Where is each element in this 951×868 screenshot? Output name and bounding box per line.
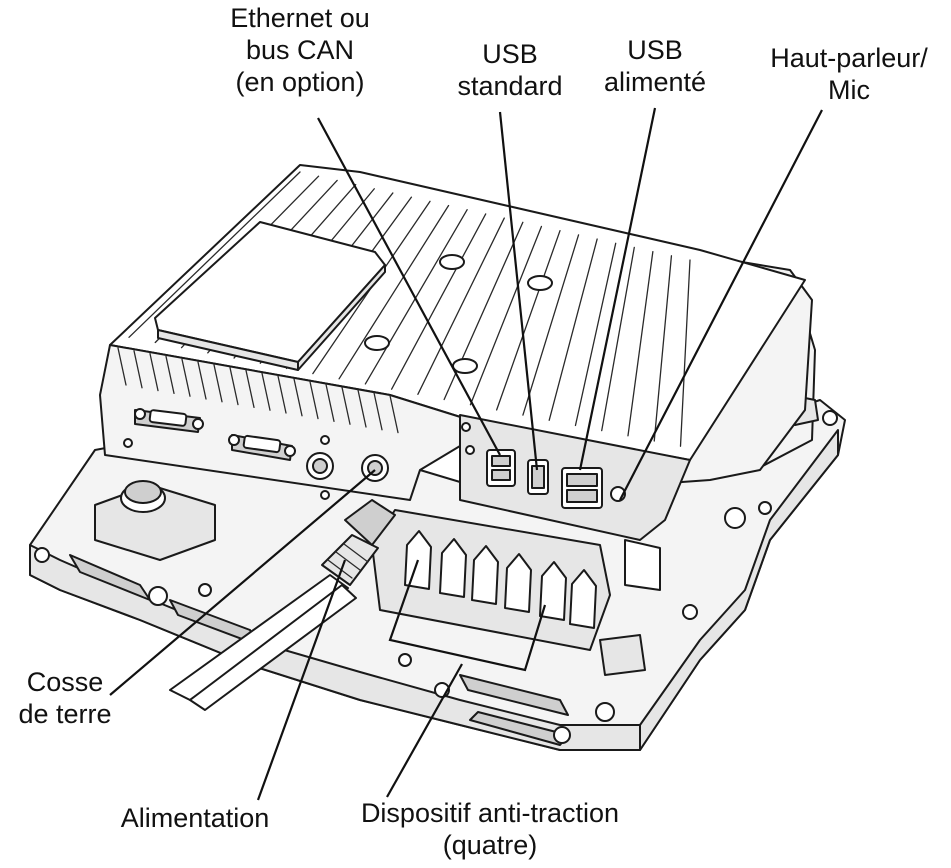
front-fin bbox=[149, 352, 159, 392]
heatsink-fin bbox=[390, 213, 487, 390]
front-fin bbox=[325, 383, 335, 423]
clamp-finger bbox=[471, 545, 499, 605]
label-speaker-mic-line-2: Mic bbox=[828, 75, 870, 105]
clamp-finger bbox=[569, 569, 597, 629]
label-usb-powered-line-1: USB bbox=[627, 35, 683, 65]
front-fin bbox=[213, 364, 223, 403]
label-power-line-1: Alimentation bbox=[120, 803, 270, 833]
label-power: Alimentation bbox=[95, 802, 295, 834]
leader-speaker-mic bbox=[619, 109, 823, 501]
heatsink-fin bbox=[679, 259, 691, 447]
front-fin bbox=[197, 361, 207, 400]
heatsink-fin bbox=[417, 217, 505, 395]
front-fin bbox=[293, 378, 303, 417]
leader-ground-lug bbox=[109, 469, 376, 696]
leader-usb-powered bbox=[578, 107, 657, 471]
label-ethernet-line-2: bus CAN bbox=[245, 35, 355, 65]
heatsink-fin bbox=[496, 230, 561, 411]
leader-usb-standard bbox=[498, 111, 539, 471]
front-fin bbox=[181, 358, 191, 397]
front-fin bbox=[389, 394, 399, 434]
battery-pack bbox=[154, 221, 386, 371]
label-usb-standard-line-1: USB bbox=[482, 39, 538, 69]
front-fin bbox=[373, 392, 383, 431]
heatsink-fin bbox=[128, 171, 301, 338]
leader-lines bbox=[109, 107, 823, 801]
power-cable bbox=[169, 499, 396, 711]
strain-relief-clamps bbox=[371, 509, 611, 651]
clamp-finger bbox=[439, 538, 467, 598]
front-connectors bbox=[123, 408, 389, 500]
leader-strain-relief-stem bbox=[386, 663, 463, 798]
label-speaker-mic-line-1: Haut-parleur/ bbox=[770, 43, 928, 73]
label-ethernet-line-3: (en option) bbox=[235, 67, 365, 97]
heatsink-fin bbox=[601, 246, 635, 432]
label-ethernet-line-1: Ethernet ou bbox=[230, 3, 370, 33]
front-fin bbox=[261, 372, 271, 411]
clamp-finger bbox=[504, 553, 532, 613]
label-usb-standard: USB standard bbox=[448, 38, 572, 102]
front-fin bbox=[357, 389, 367, 428]
front-fin bbox=[245, 369, 255, 409]
front-fin bbox=[165, 355, 175, 395]
front-fin bbox=[229, 366, 239, 406]
label-speaker-mic: Haut-parleur/ Mic bbox=[752, 42, 946, 106]
leader-ethernet bbox=[317, 117, 501, 456]
label-strain-relief: Dispositif anti-traction (quatre) bbox=[325, 797, 655, 861]
front-fin bbox=[117, 347, 127, 386]
label-strain-relief-line-1: Dispositif anti-traction bbox=[360, 798, 620, 828]
front-fin bbox=[133, 350, 143, 389]
port-bay bbox=[461, 422, 626, 509]
label-usb-standard-line-2: standard bbox=[457, 71, 563, 101]
label-ground-lug: Cosse de terre bbox=[0, 666, 130, 730]
label-usb-powered: USB alimenté bbox=[590, 34, 720, 98]
front-fin bbox=[277, 375, 287, 414]
label-ground-lug-line-2: de terre bbox=[18, 699, 112, 729]
leader-power bbox=[256, 559, 347, 801]
label-ethernet-can: Ethernet ou bus CAN (en option) bbox=[200, 2, 400, 98]
clamp-finger bbox=[539, 561, 567, 621]
heatsink-fin bbox=[627, 250, 654, 437]
heatsink-fin bbox=[548, 238, 598, 421]
label-ground-lug-line-1: Cosse bbox=[26, 667, 104, 697]
leader-strain-relief bbox=[388, 559, 547, 672]
front-fin bbox=[309, 380, 319, 420]
heatsink-fin bbox=[522, 234, 580, 416]
label-usb-powered-line-2: alimenté bbox=[603, 67, 707, 97]
heatsink-fin bbox=[653, 255, 673, 442]
front-fin bbox=[341, 386, 351, 425]
heatsink-fin bbox=[338, 204, 450, 380]
heatsink-fin bbox=[364, 209, 468, 385]
heatsink-fin bbox=[574, 242, 617, 427]
label-strain-relief-line-2: (quatre) bbox=[442, 830, 538, 860]
heatsink-fin bbox=[469, 225, 543, 406]
